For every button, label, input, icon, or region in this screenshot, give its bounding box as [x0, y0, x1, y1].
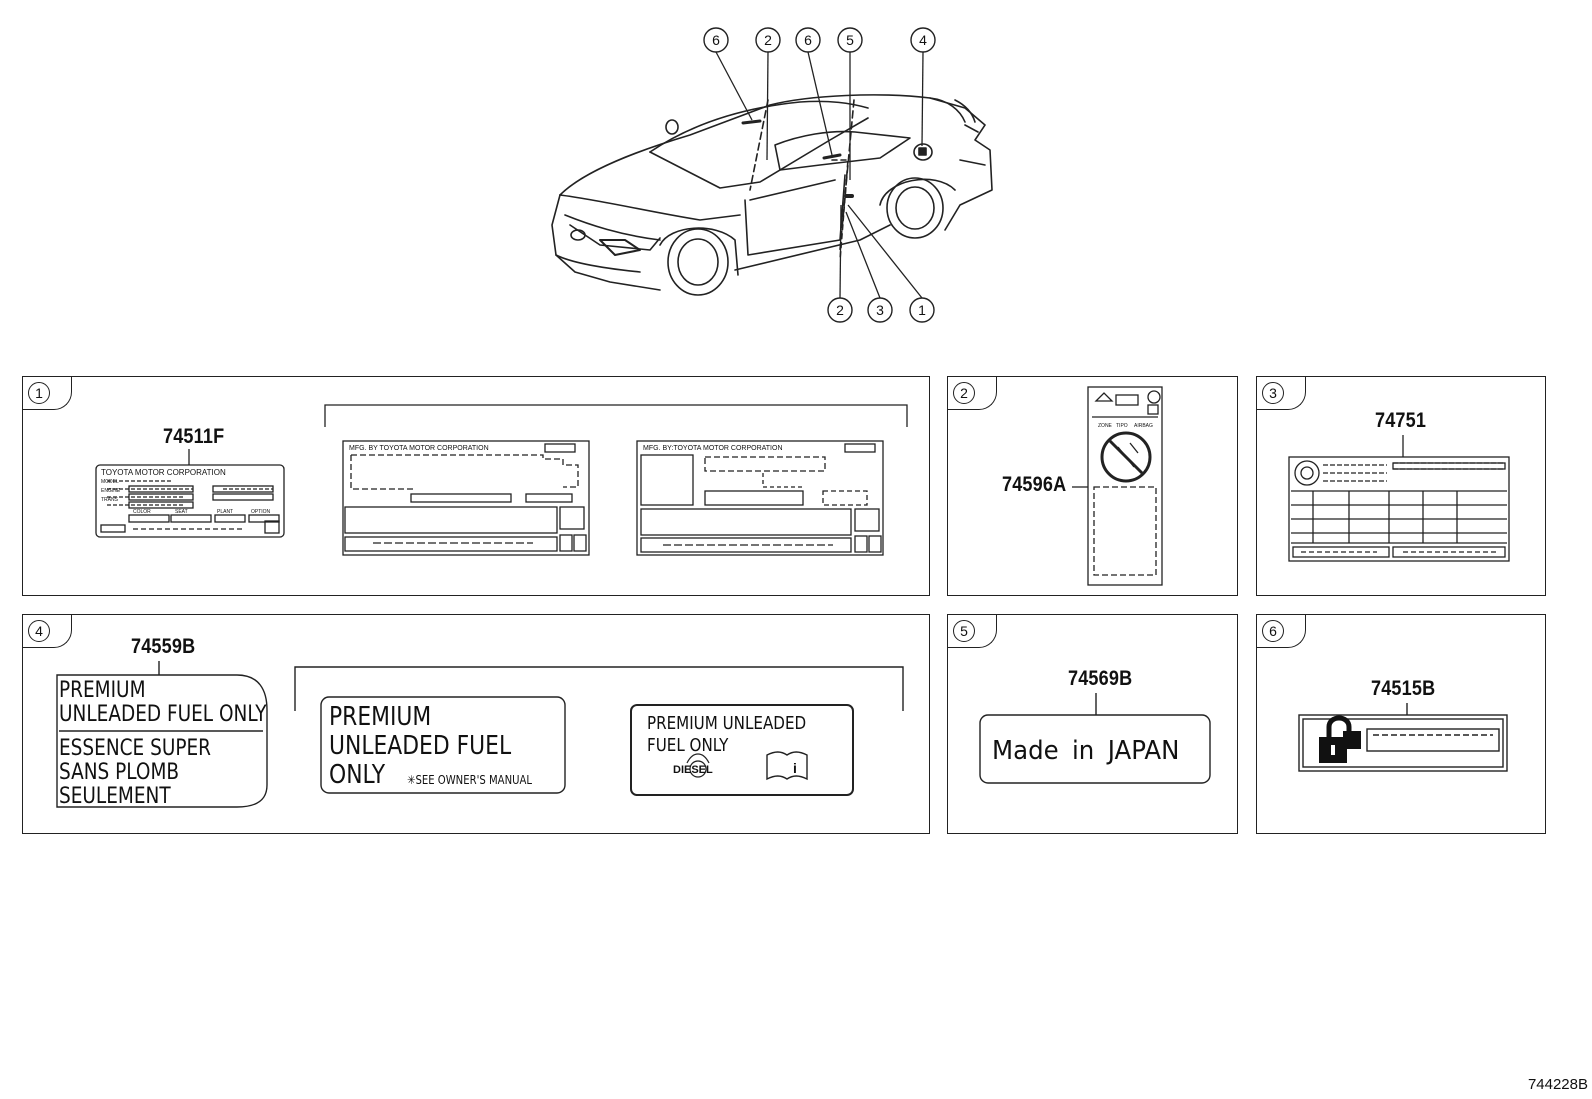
- panel-number-tab: 5: [947, 614, 997, 648]
- svg-text:ZONE: ZONE: [1098, 423, 1113, 429]
- label-a-col-option: OPTION: [251, 509, 271, 515]
- callout-top-4: 5: [846, 32, 854, 48]
- label-b-title: MFG. BY TOYOTA MOTOR CORPORATION: [349, 445, 489, 452]
- panel-3: 3 74751: [1256, 376, 1546, 596]
- callout-top-3: 6: [804, 32, 812, 48]
- label-a-line-2: UNLEADED FUEL ONLY: [59, 702, 267, 727]
- panel-number: 3: [1262, 382, 1284, 404]
- panel-number: 1: [28, 382, 50, 404]
- label-b-note: ✳SEE OWNER'S MANUAL: [407, 773, 533, 787]
- label-a-line-3: ESSENCE SUPER: [59, 736, 212, 761]
- part-number-74569B: 74569B: [1068, 667, 1133, 690]
- panel-number-tab: 3: [1256, 376, 1306, 410]
- label-a-field-model: MODEL: [101, 479, 119, 485]
- panel-number: 5: [953, 620, 975, 642]
- label-a-field-engine: ENGINE: [101, 488, 121, 494]
- label-c-line-1: PREMIUM UNLEADED: [647, 713, 807, 734]
- diagram-code: 744228B: [1527, 1076, 1588, 1093]
- panel-number: 6: [1262, 620, 1284, 642]
- part-number-74511F: 74511F: [163, 425, 225, 448]
- panel-number: 2: [953, 382, 975, 404]
- label-b-line-3: ONLY: [329, 760, 386, 790]
- svg-text:AIRBAG: AIRBAG: [1134, 423, 1153, 429]
- label-a-line-1: PREMIUM: [59, 678, 146, 703]
- panel-4: 4 74559B i DIESEL PREMIUM UNLEADED FUEL …: [22, 614, 930, 834]
- label-drawings: TOYOTA MOTOR CORPORATION MODEL ENGINE TR…: [95, 404, 908, 556]
- panel-6: 6 74515B: [1256, 614, 1546, 834]
- part-number-74515B: 74515B: [1371, 677, 1436, 700]
- label-c-line-2: FUEL ONLY: [647, 735, 729, 756]
- label-b-line-2: UNLEADED FUEL: [329, 731, 512, 761]
- part-number-74596A: 74596A: [1002, 473, 1067, 496]
- made-in-japan-frame: [979, 693, 1211, 784]
- panel-number-tab: 4: [22, 614, 72, 648]
- panel-number-tab: 2: [947, 376, 997, 410]
- made-in-japan-text: Made in JAPAN: [992, 736, 1180, 766]
- label-a-col-color: COLOR: [133, 509, 151, 515]
- label-a-field-trans: TRANS: [101, 497, 119, 503]
- label-a-line-4: SANS PLOMB: [59, 760, 180, 785]
- panel-number-tab: 6: [1256, 614, 1306, 648]
- panel-5: 5 74569B Made in JAPAN: [947, 614, 1238, 834]
- label-a-col-seat: SEAT: [175, 509, 188, 515]
- svg-text:TIPO: TIPO: [1116, 423, 1128, 429]
- callout-top-2: 2: [764, 32, 772, 48]
- tire-label-drawing: [1288, 435, 1510, 562]
- panel-1: 1 74511F: [22, 376, 930, 596]
- svg-text:i: i: [793, 760, 797, 776]
- label-c-title: MFG. BY:TOYOTA MOTOR CORPORATION: [643, 445, 783, 452]
- label-a-line-5: SEULEMENT: [59, 784, 171, 809]
- callout-top-5: 4: [919, 32, 927, 48]
- panel-number-tab: 1: [22, 376, 72, 410]
- car-illustration: 6 2 6 5 4 2 3 1: [551, 27, 993, 323]
- callout-bottom-2: 3: [876, 302, 884, 318]
- part-number-74751: 74751: [1375, 409, 1427, 432]
- callout-bottom-1: 2: [836, 302, 844, 318]
- label-b-line-1: PREMIUM: [329, 702, 432, 732]
- fuel-label-frames: i DIESEL: [56, 661, 904, 808]
- lock-label-drawing: [1298, 703, 1508, 772]
- label-a-col-plant: PLANT: [217, 509, 233, 515]
- callout-top-1: 6: [712, 32, 720, 48]
- diesel-icon: DIESEL: [673, 764, 713, 776]
- lock-icon: [1319, 715, 1361, 763]
- panel-number: 4: [28, 620, 50, 642]
- label-a-title: TOYOTA MOTOR CORPORATION: [101, 468, 226, 477]
- part-number-74559B: 74559B: [131, 635, 196, 658]
- callout-bottom-3: 1: [918, 302, 926, 318]
